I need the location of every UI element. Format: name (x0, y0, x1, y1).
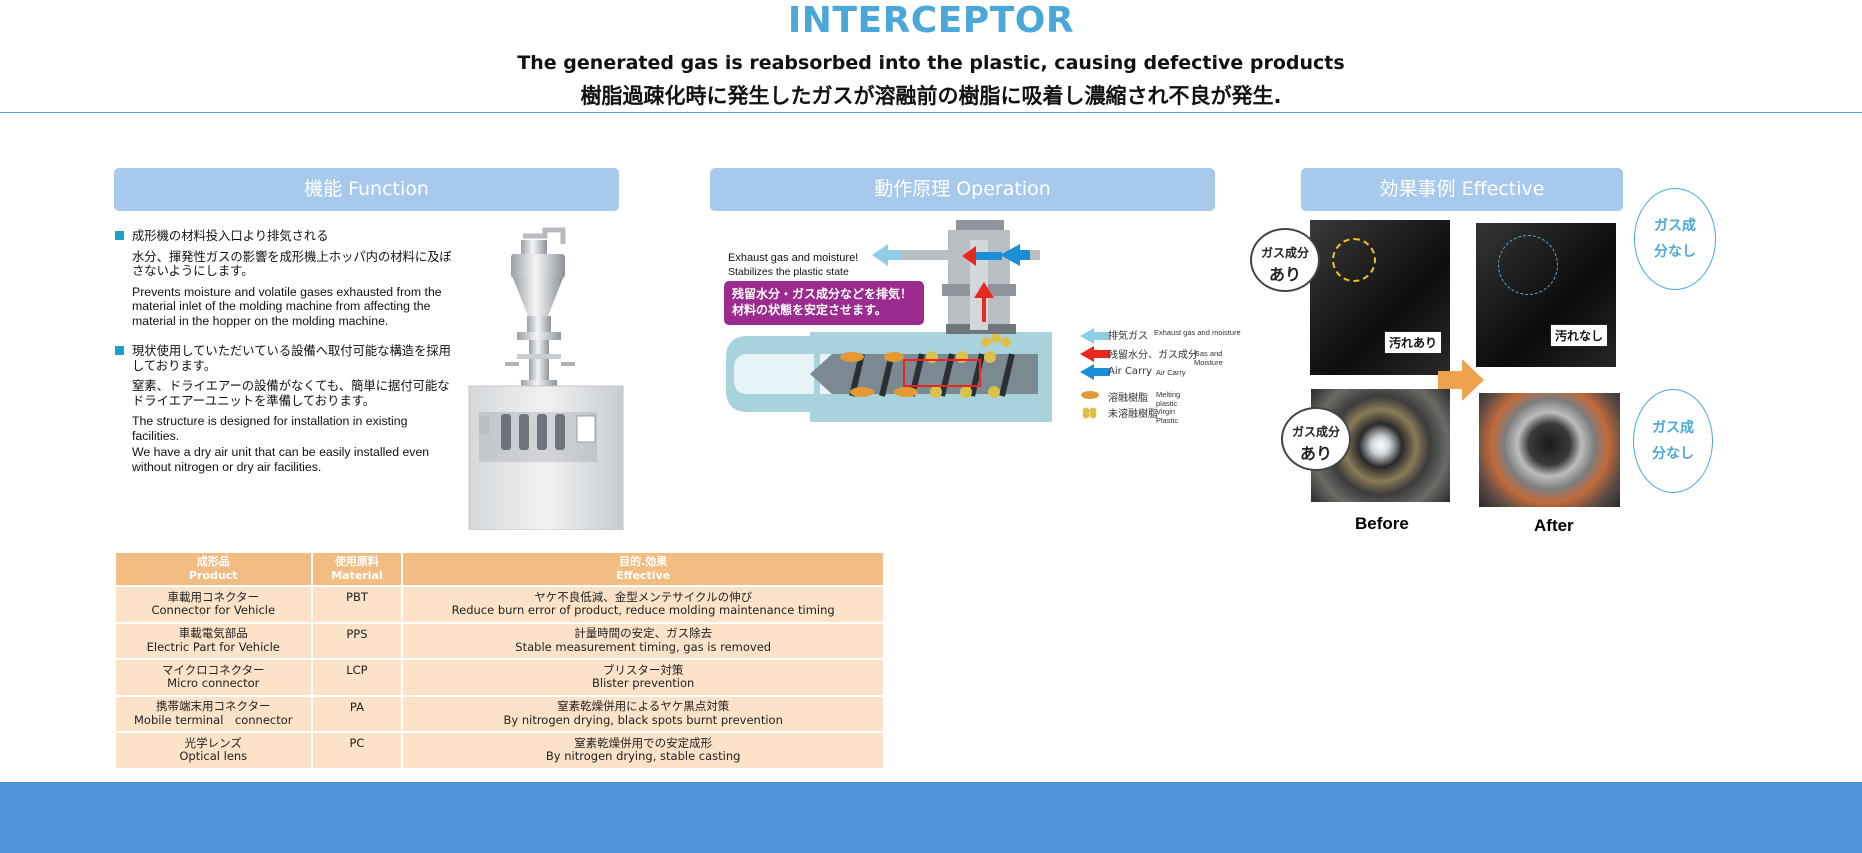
before-part-photo: 汚れあり (1310, 220, 1450, 375)
highlight-circle (1498, 235, 1558, 295)
function-section-header: 機能 Function (114, 168, 619, 211)
legend-virgin-en: Virgin Plastic (1156, 407, 1179, 425)
tag-clean: 汚れなし (1550, 324, 1609, 347)
legend-aircarry-en: Air Carry (1156, 368, 1186, 377)
tag-dirty: 汚れあり (1384, 331, 1443, 354)
legend-gas-en: Gas and Moisture (1194, 349, 1223, 367)
operation-diagram (726, 220, 1110, 422)
gas-present-bubble-bottom: ガス成分 あり (1281, 407, 1351, 471)
legend-exhaust-jp: 排気ガス (1108, 331, 1148, 342)
highlight-circle (1332, 238, 1376, 282)
interceptor-machine-image (468, 227, 624, 530)
legend-virgin-jp: 未溶融樹脂 (1108, 409, 1158, 420)
function-bullet-1: 成形機の材料投入口より排気される (114, 229, 454, 244)
before-after-arrow-icon (1438, 359, 1484, 401)
before-caption: Before (1355, 514, 1409, 533)
header-divider (0, 112, 1862, 113)
page-title: INTERCEPTOR (787, 0, 1075, 41)
operation-callout: 残留水分・ガス成分などを排気！ 材料の状態を安定させます。 (724, 281, 924, 325)
function-text-block: 成形機の材料投入口より排気される 水分、揮発性ガスの影響を成形機上ホッパ内の材料… (114, 229, 454, 480)
after-part-photo: 汚れなし (1476, 223, 1616, 367)
gas-absent-bubble-top: ガス成 分なし (1634, 188, 1716, 290)
gas-present-bubble-top: ガス成分 あり (1250, 228, 1320, 292)
effective-section-header: 効果事例 Effective (1301, 168, 1623, 211)
legend-melting-jp: 溶融樹脂 (1108, 393, 1148, 404)
subtitle-japanese: 樹脂過疎化時に発生したガスが溶融前の樹脂に吸着し濃縮され不良が発生. (580, 84, 1282, 108)
function-para-1-jp: 水分、揮発性ガスの影響を成形機上ホッパ内の材料に及ぼさないようにします。 (132, 249, 452, 279)
gas-absent-bubble-bottom: ガス成 分なし (1633, 389, 1713, 493)
function-bullet-2: 現状使用していただいている設備へ取付可能な構造を採用しております。 (114, 344, 454, 373)
legend-gas-jp: 残留水分、ガス成分 (1108, 350, 1198, 361)
after-caption: After (1534, 516, 1574, 535)
legend-melting-en: Melting plastic (1156, 390, 1181, 408)
function-para-2-en-a: The structure is designed for installati… (132, 414, 408, 443)
function-para-1-en: Prevents moisture and volatile gases exh… (132, 284, 442, 328)
footer-bar (0, 782, 1862, 853)
after-barrel-photo (1479, 393, 1620, 507)
bullet-square-icon (115, 346, 124, 355)
subtitle-english: The generated gas is reabsorbed into the… (517, 52, 1345, 74)
legend-aircarry-jp: Air Carry (1108, 366, 1152, 377)
operation-label-exhaust: Exhaust gas and moisture! (728, 252, 859, 264)
operation-section-header: 動作原理 Operation (710, 168, 1215, 211)
operation-label-stabilize: Stabilizes the plastic state (728, 266, 849, 278)
function-para-2-en-b: We have a dry air unit that can be easil… (132, 445, 430, 474)
function-para-2-jp: 窒素、ドライエアーの設備がなくても、簡単に据付可能なドライエアーユニットを準備し… (132, 379, 450, 408)
legend-exhaust-en: Exhaust gas and moisture (1154, 328, 1241, 337)
bullet-square-icon (115, 231, 124, 240)
